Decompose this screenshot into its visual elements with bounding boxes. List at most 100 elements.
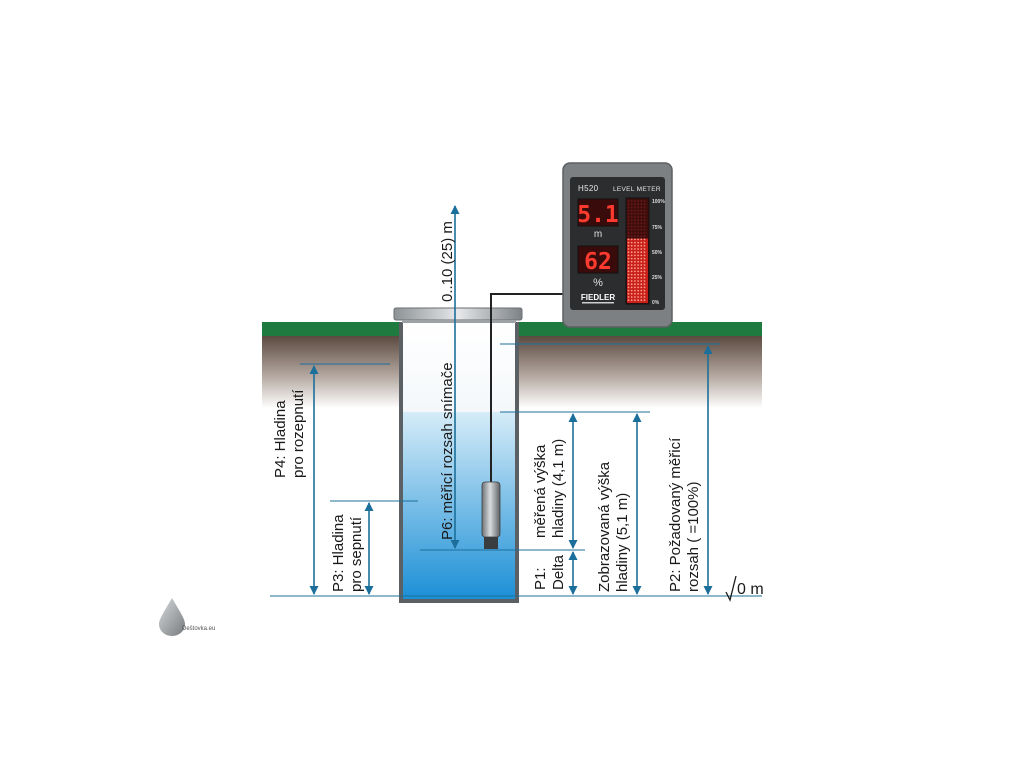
- bargraph-led: [637, 270, 639, 273]
- bargraph-led: [634, 235, 636, 238]
- bargraph-led: [627, 283, 630, 286]
- well: [393, 307, 523, 603]
- bargraph-led: [637, 296, 639, 298]
- bargraph-led: [640, 206, 643, 209]
- bargraph-led: [637, 299, 639, 302]
- bargraph-led: [634, 289, 636, 292]
- bargraph-led: [634, 276, 636, 279]
- bargraph-led: [630, 260, 633, 263]
- bargraph-led: [630, 232, 633, 234]
- bargraph-led: [637, 212, 639, 215]
- bargraph-led: [630, 248, 633, 250]
- bargraph-led: [637, 254, 639, 257]
- bargraph-led: [627, 286, 630, 289]
- bargraph-led: [630, 292, 633, 295]
- bargraph-led: [643, 254, 646, 257]
- bargraph-led: [630, 206, 633, 209]
- bargraph-led: [634, 244, 636, 247]
- bargraph-led: [637, 228, 639, 231]
- bargraph-led: [637, 209, 639, 212]
- sensor-tip: [484, 537, 498, 549]
- bargraph-led: [630, 225, 633, 228]
- percent-display: [577, 245, 619, 274]
- bargraph-led: [640, 200, 643, 202]
- bargraph-led: [640, 286, 643, 289]
- bargraph-led: [627, 254, 630, 257]
- bargraph-led: [634, 241, 636, 244]
- bargraph-led: [640, 267, 643, 270]
- label-p3-line2: pro sepnutí: [348, 516, 365, 592]
- bargraph-led: [634, 232, 636, 234]
- bargraph-led: [630, 299, 633, 302]
- watermark-text: Deštovka.eu: [182, 626, 215, 632]
- bargraph-led: [637, 286, 639, 289]
- bargraph-led: [630, 257, 633, 260]
- bargraph-led: [630, 238, 633, 241]
- bargraph-led: [634, 225, 636, 228]
- bargraph-led: [627, 228, 630, 231]
- bargraph-led: [630, 241, 633, 244]
- label-measured-line2: hladiny (4,1 m): [550, 439, 567, 538]
- bargraph-led: [630, 267, 633, 270]
- bargraph-led: [634, 267, 636, 270]
- bargraph-led: [630, 251, 633, 254]
- bargraph-led: [640, 219, 643, 222]
- bargraph-led: [627, 299, 630, 302]
- bargraph-led: [640, 257, 643, 260]
- well-wall-left: [399, 322, 403, 602]
- bargraph-led: [630, 289, 633, 292]
- bargraph-led: [630, 280, 633, 282]
- bargraph-led: [630, 244, 633, 247]
- bargraph-led: [643, 286, 646, 289]
- bargraph-led: [630, 222, 633, 225]
- bargraph-led: [637, 273, 639, 276]
- watermark-logo: Deštovka.eu: [159, 598, 215, 636]
- bargraph-led: [630, 203, 633, 206]
- dimension-arrows: [309, 205, 713, 595]
- well-air: [402, 322, 516, 412]
- well-floor: [399, 599, 519, 603]
- label-displayed-line2: hladiny (5,1 m): [614, 493, 631, 592]
- scale-75: 75%: [652, 225, 663, 231]
- ground: [262, 322, 762, 408]
- bargraph-led: [627, 260, 630, 263]
- bargraph-led: [640, 232, 643, 234]
- well-cap-base: [402, 320, 516, 323]
- bargraph-led: [640, 296, 643, 298]
- bargraph-led: [627, 270, 630, 273]
- bargraph-led: [630, 276, 633, 279]
- bargraph-led: [634, 238, 636, 241]
- bargraph-led: [637, 264, 639, 266]
- bargraph-led: [643, 238, 646, 241]
- bargraph-led: [637, 238, 639, 241]
- bargraph-led: [640, 260, 643, 263]
- bargraph-led: [637, 222, 639, 225]
- bargraph-led: [637, 203, 639, 206]
- bargraph-led: [643, 267, 646, 270]
- bargraph-led: [640, 238, 643, 241]
- bargraph-led: [634, 270, 636, 273]
- bargraph-led: [630, 216, 633, 218]
- bargraph-led: [627, 292, 630, 295]
- level-display: [577, 198, 619, 227]
- bargraph-led: [627, 209, 630, 212]
- scale-100: 100%: [652, 199, 665, 205]
- label-range: 0..10 (25) m: [439, 221, 456, 302]
- bargraph-led: [634, 257, 636, 260]
- label-p2-line2: rozsah ( =100%): [685, 482, 702, 592]
- bargraph-led: [637, 289, 639, 292]
- label-p4-line1: P4: Hladina: [272, 400, 289, 478]
- zero-level-symbol: [725, 575, 737, 602]
- soil-left: [262, 336, 402, 408]
- percent-value: 62: [584, 249, 612, 275]
- level-value: 5.1: [577, 202, 619, 228]
- bargraph-led: [640, 216, 643, 218]
- bargraph-led: [630, 254, 633, 257]
- meter-brand: FIEDLER: [581, 293, 615, 302]
- bargraph-led: [640, 264, 643, 266]
- bargraph-led: [627, 225, 630, 228]
- bargraph-led: [637, 276, 639, 279]
- bargraph-led: [637, 260, 639, 263]
- meter-face: [570, 177, 665, 310]
- bargraph-led: [640, 280, 643, 282]
